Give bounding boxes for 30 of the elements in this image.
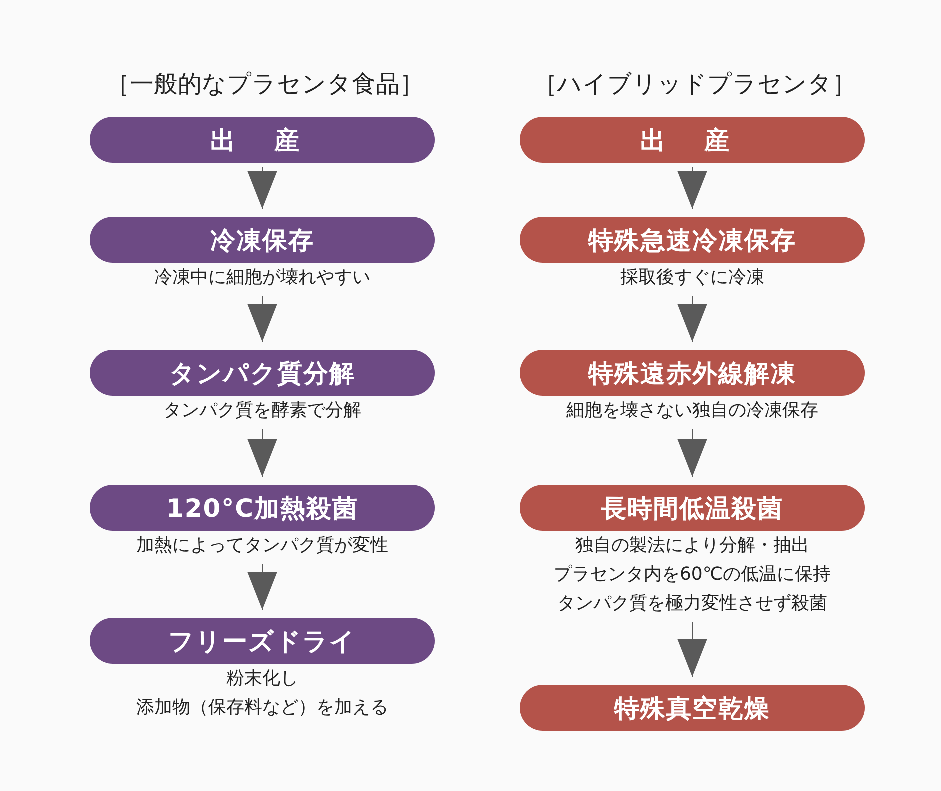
- step-note: 細胞を壊さない独自の冷凍保存: [566, 399, 818, 423]
- process-pill: 120°C加熱殺菌: [90, 485, 435, 531]
- process-pill: 出 産: [90, 117, 435, 163]
- process-pill: 長時間低温殺菌: [520, 485, 865, 531]
- process-pill: フリーズドライ: [90, 618, 435, 664]
- down-arrow: [248, 428, 278, 478]
- step-note: 添加物（保存料など）を加える: [136, 696, 388, 720]
- step-note: 加熱によってタンパク質が変性: [136, 534, 388, 558]
- step-note: タンパク質を酵素で分解: [164, 399, 362, 423]
- column-heading: ［一般的なプラセンタ食品］: [105, 69, 425, 100]
- process-pill: 特殊真空乾燥: [520, 685, 865, 731]
- column-heading: ［ハイブリッドプラセンタ］: [532, 69, 858, 100]
- down-arrow: [248, 564, 278, 610]
- step-note: プラセンタ内を60℃の低温に保持: [554, 563, 832, 587]
- down-arrow: [678, 166, 708, 210]
- down-arrow: [678, 296, 708, 342]
- process-pill: 冷凍保存: [90, 217, 435, 263]
- step-note: 粉末化し: [226, 667, 298, 691]
- down-arrow: [248, 296, 278, 342]
- down-arrow: [678, 428, 708, 478]
- process-pill: 出 産: [520, 117, 865, 163]
- step-note: タンパク質を極力変性させず殺菌: [558, 592, 828, 616]
- process-pill: 特殊急速冷凍保存: [520, 217, 865, 263]
- process-pill: 特殊遠赤外線解凍: [520, 350, 865, 396]
- step-note: 採取後すぐに冷凍: [620, 266, 764, 290]
- down-arrow: [678, 622, 708, 678]
- step-note: 冷凍中に細胞が壊れやすい: [154, 266, 370, 290]
- down-arrow: [248, 166, 278, 210]
- step-note: 独自の製法により分解・抽出: [576, 534, 810, 558]
- process-pill: タンパク質分解: [90, 350, 435, 396]
